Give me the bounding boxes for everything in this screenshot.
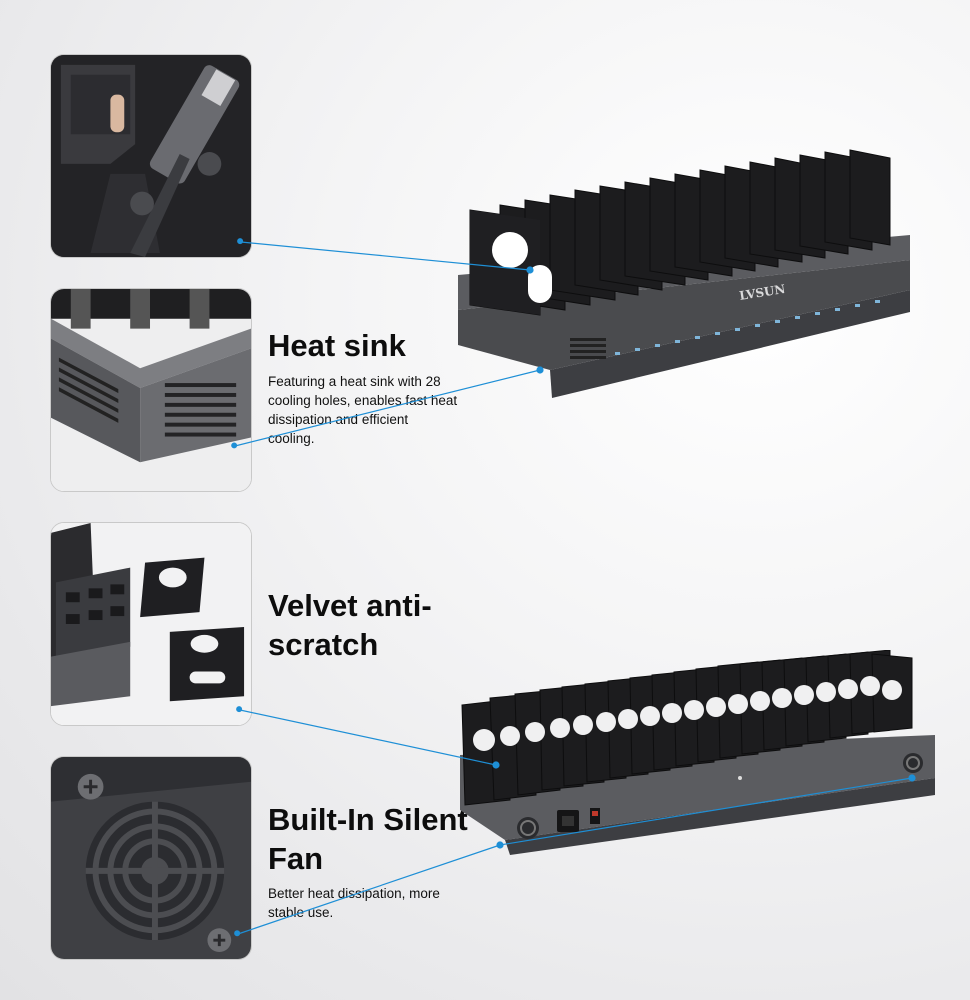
feature-title-heat-sink: Heat sink: [268, 328, 406, 363]
feature-description-heat-sink: Featuring a heat sink with 28 cooling ho…: [268, 374, 458, 446]
closeup-fan-photo: [50, 756, 252, 960]
feature-title-velvet: Velvet anti-scratch: [268, 588, 432, 662]
closeup-cable-divider-photo: [50, 54, 252, 258]
feature-description-silent-fan: Better heat dissipation, more stable use…: [268, 886, 440, 920]
closeup-heatsink-photo: [50, 288, 252, 492]
charging-station-back-view: [440, 649, 940, 870]
closeup-velvet-divider-photo: [50, 522, 252, 726]
charging-station-front-view: LVSUN: [440, 140, 930, 400]
